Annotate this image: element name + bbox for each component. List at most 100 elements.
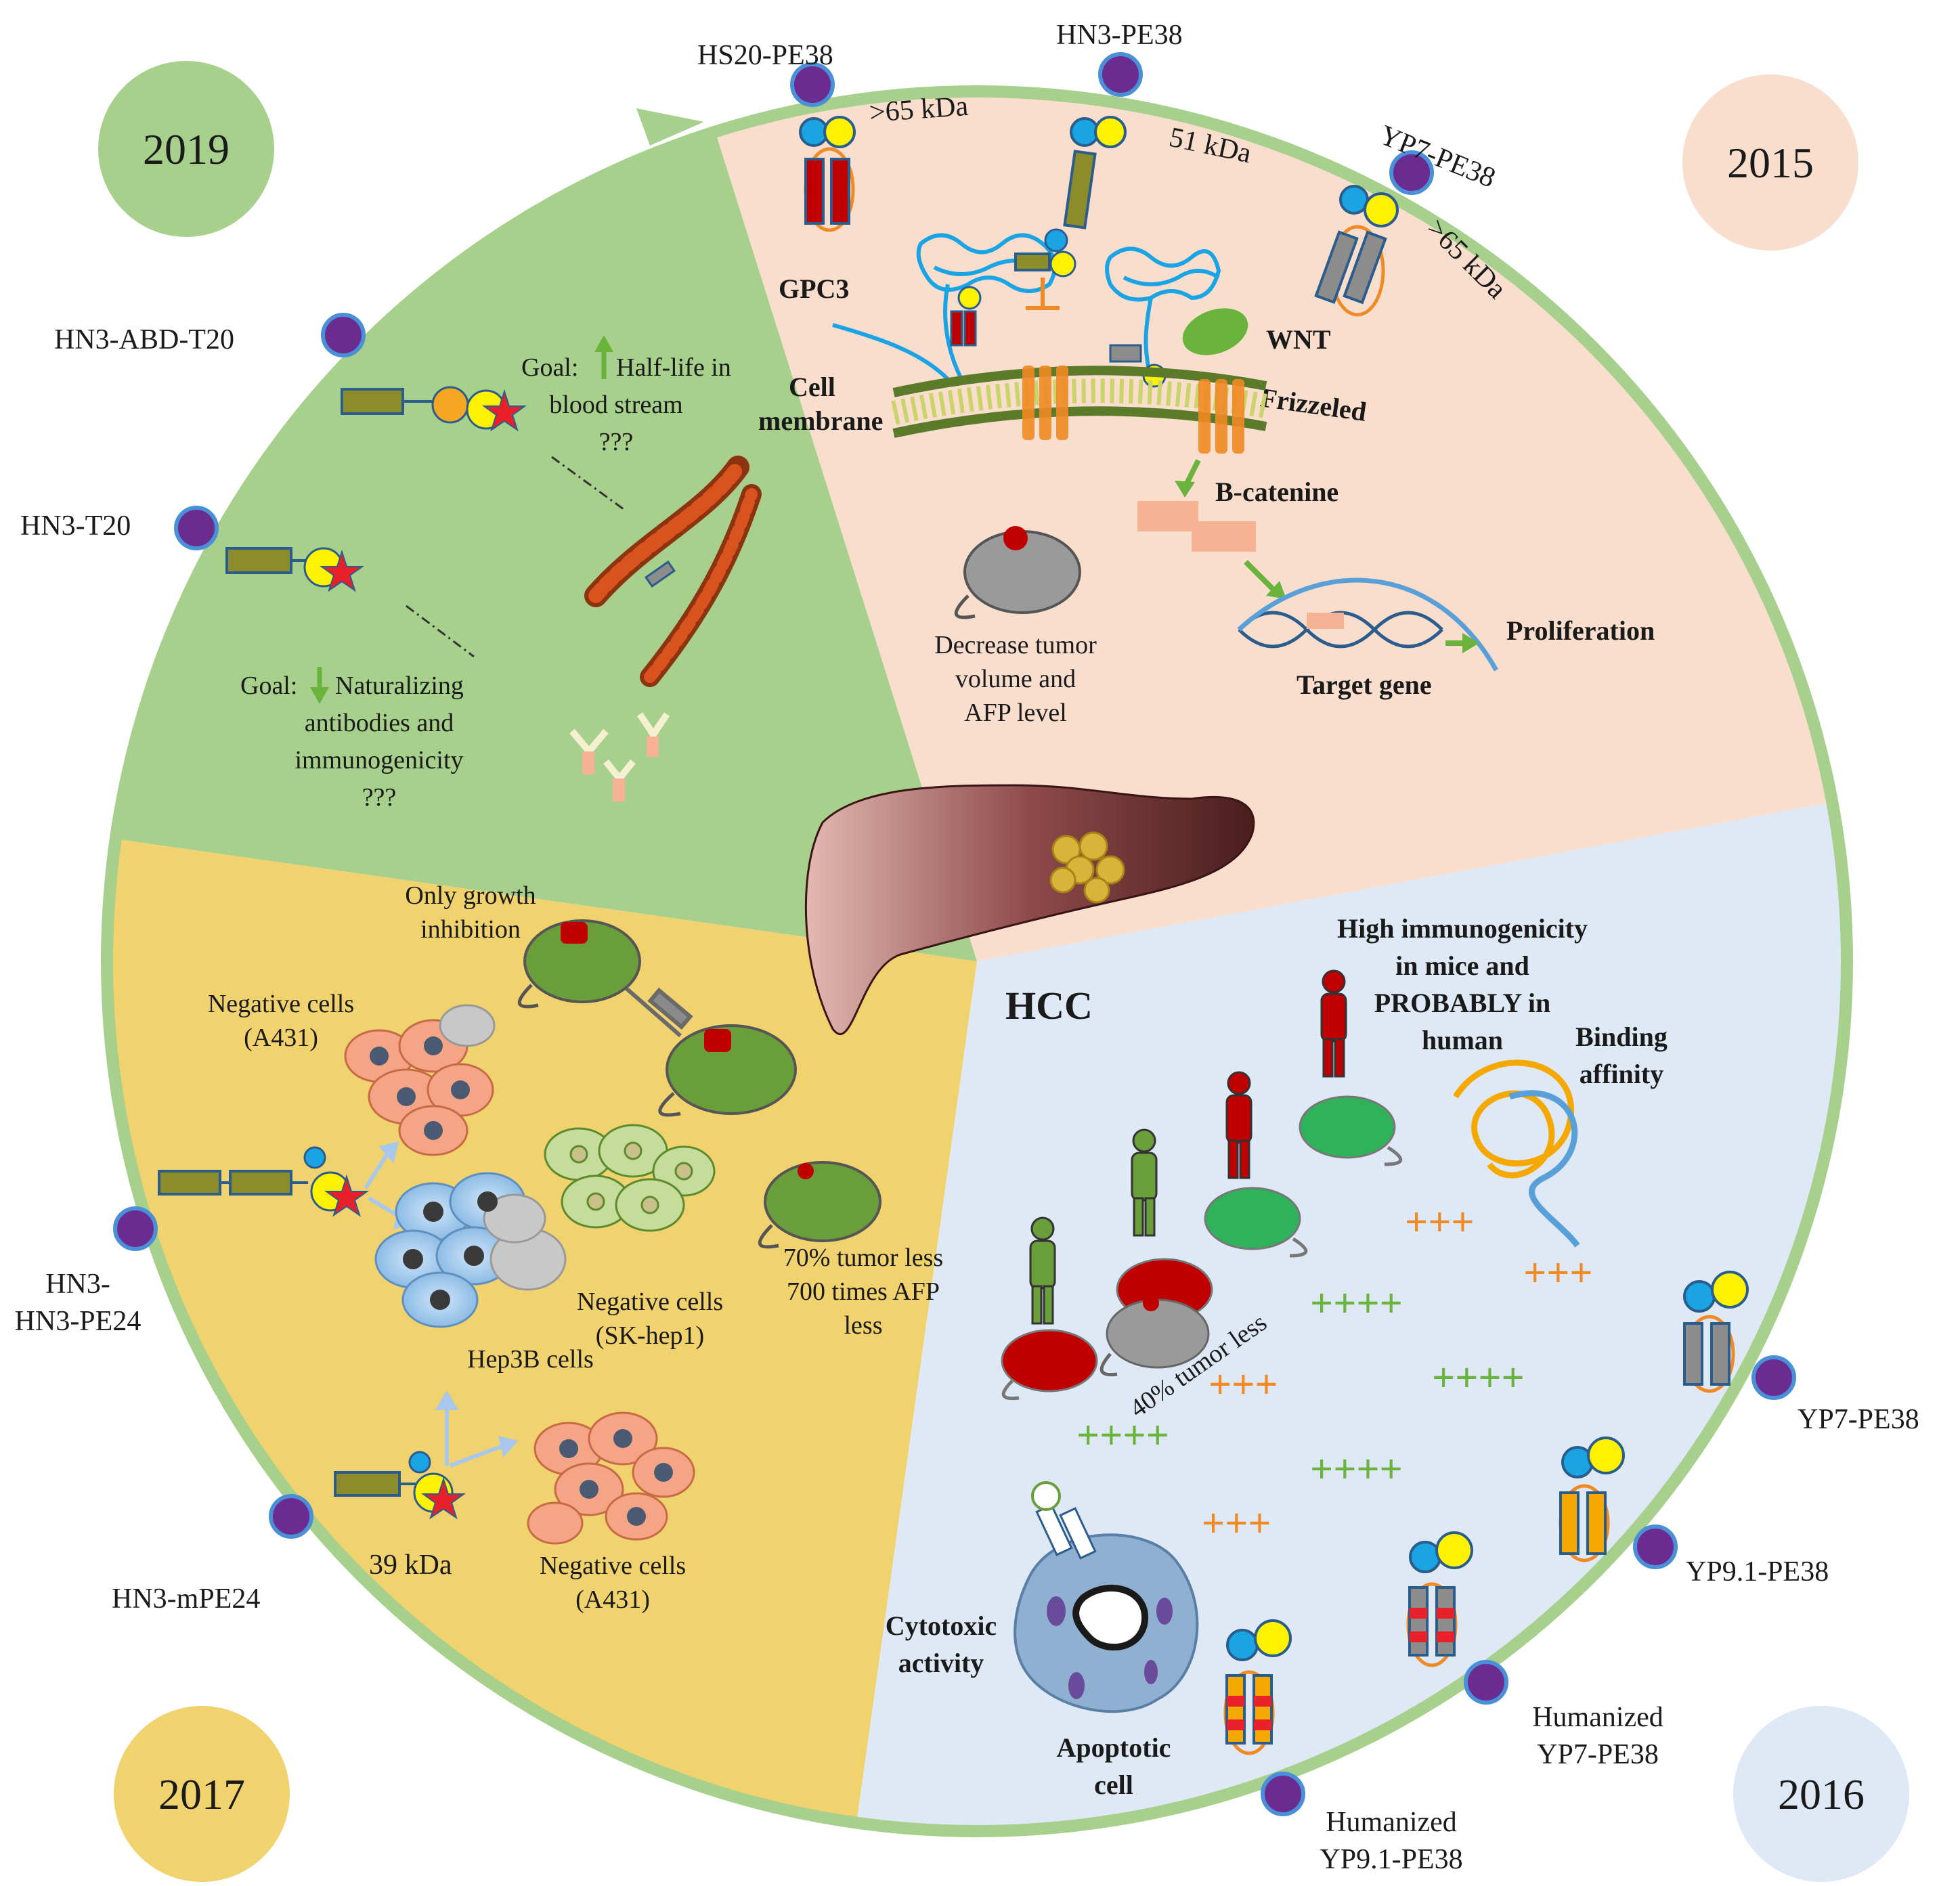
label-proliferation: Proliferation	[1506, 615, 1655, 646]
drug-hn3-mpe24: HN3-mPE24	[112, 1583, 260, 1615]
svg-text:Only growth: Only growth	[405, 881, 536, 910]
yp7-2016-molecule-icon	[1683, 1271, 1749, 1393]
label-target-gene: Target gene	[1297, 670, 1432, 700]
year-2019-badge: 2019	[98, 61, 274, 237]
mouse-green-top	[1299, 1095, 1403, 1166]
svg-text:+++: +++	[1208, 1362, 1278, 1407]
svg-text:Negative cells: Negative cells	[540, 1552, 686, 1580]
drug-humanized-yp91: Humanized YP9.1-PE38	[1320, 1807, 1462, 1875]
svg-text:Decrease tumor: Decrease tumor	[934, 631, 1097, 659]
svg-text:Negative cells: Negative cells	[208, 990, 354, 1018]
svg-text:cell: cell	[1094, 1770, 1133, 1800]
humanized-yp7-molecule-icon	[1406, 1531, 1473, 1667]
svg-text:less: less	[844, 1311, 883, 1340]
drug-hn3-pe38: HN3-PE38	[1056, 20, 1183, 51]
svg-text:HN3-PE24: HN3-PE24	[15, 1306, 141, 1337]
human-figure-green-low	[1029, 1216, 1056, 1325]
svg-text:Binding: Binding	[1575, 1022, 1668, 1052]
svg-text:Half-life in: Half-life in	[616, 353, 731, 382]
node-abd	[321, 313, 366, 357]
negative-cells-skhep-label: Negative cells (SK-hep1)	[577, 1288, 723, 1350]
negative-cells-skhep-icon	[544, 1124, 716, 1232]
svg-text:2016: 2016	[1778, 1770, 1865, 1818]
svg-text:???: ???	[599, 428, 634, 456]
target-gene-block	[1307, 613, 1344, 629]
mouse-injected	[658, 1024, 797, 1117]
humanized-yp91-molecule-icon	[1223, 1619, 1292, 1755]
human-figure-red-top	[1320, 969, 1347, 1078]
year-2015-badge: 2015	[1682, 74, 1858, 250]
node-mpe24	[269, 1494, 313, 1539]
node-yp7-2016	[1751, 1355, 1796, 1400]
sector-2017-content: HN3- HN3-PE24 HN3-mPE24 39 kDa	[15, 881, 944, 1615]
timeline-nodes	[113, 52, 1796, 1816]
drug-hn3-abd-t20: HN3-ABD-T20	[54, 324, 234, 355]
signal-arrow-2	[1244, 560, 1275, 591]
human-figure-red-mid	[1225, 1071, 1253, 1179]
svg-text:immunogenicity: immunogenicity	[295, 746, 463, 774]
binding-affinity-label: Binding affinity	[1575, 1022, 1668, 1089]
drug-yp7-pe38-2016: YP7-PE38	[1798, 1404, 1919, 1435]
apoptotic-cell-icon	[1014, 1481, 1199, 1713]
svg-text:Goal:: Goal:	[240, 672, 297, 700]
negative-cells-a431-bottom-icon	[527, 1411, 695, 1545]
label-wnt: WNT	[1266, 324, 1331, 355]
svg-text:Humanized: Humanized	[1326, 1807, 1457, 1838]
inhibition-symbol	[1026, 278, 1060, 310]
node-hum-yp7	[1464, 1660, 1508, 1705]
node-hs20	[790, 62, 835, 107]
human-figure-green-mid	[1131, 1128, 1158, 1237]
svg-text:HN3-: HN3-	[45, 1269, 110, 1300]
mouse-green-mid	[1204, 1187, 1308, 1258]
svg-text:(A431): (A431)	[575, 1585, 650, 1614]
sector-2019-content: HN3-ABD-T20 HN3-T20 Goal: Half-life in b…	[20, 324, 762, 812]
negative-cells-a431-bottom-label: Negative cells (A431)	[540, 1552, 686, 1614]
result-2017: 70% tumor less 700 times AFP less	[783, 1244, 943, 1340]
svg-text:2017: 2017	[158, 1770, 245, 1818]
svg-text:High immunogenicity: High immunogenicity	[1337, 913, 1588, 944]
svg-text:++++: ++++	[1310, 1281, 1403, 1325]
svg-text:Cytotoxic: Cytotoxic	[886, 1610, 997, 1641]
node-t20	[174, 506, 219, 550]
node-yp91	[1633, 1525, 1678, 1569]
antibody-icons	[569, 712, 670, 802]
drug-humanized-yp7: Humanized YP7-PE38	[1532, 1702, 1663, 1770]
size-hs20: >65 kDa	[868, 91, 969, 129]
label-hep3b: Hep3B cells	[467, 1345, 594, 1374]
svg-text:(SK-hep1): (SK-hep1)	[596, 1321, 704, 1350]
svg-text:Apoptotic: Apoptotic	[1057, 1732, 1171, 1763]
drug-hn3-hn3-pe24: HN3- HN3-PE24	[15, 1269, 141, 1337]
drug-hn3-t20: HN3-T20	[20, 510, 131, 542]
svg-text:affinity: affinity	[1580, 1059, 1663, 1089]
svg-text:+++: +++	[1523, 1250, 1593, 1295]
mouse-icon-2015	[954, 526, 1081, 619]
label-bcatenine: B-catenine	[1215, 477, 1338, 507]
svg-text:+++: +++	[1405, 1200, 1475, 1244]
node-hn3pe38	[1098, 52, 1143, 97]
drug-hs20-pe38: HS20-PE38	[697, 40, 833, 71]
yp91-molecule-icon	[1559, 1437, 1625, 1562]
sector-2016-content: YP7-PE38 YP9.1-PE38 Humanized YP7-PE38 H…	[886, 913, 1919, 1875]
frizzled-receptors	[1022, 366, 1244, 454]
hn3-t20-molecule-icon	[225, 547, 365, 592]
svg-text:volume and: volume and	[955, 665, 1076, 693]
svg-text:blood stream: blood stream	[549, 391, 682, 419]
mouse-red-low	[1001, 1329, 1098, 1401]
dashdot-connector-2	[406, 605, 475, 658]
svg-text:Negative cells: Negative cells	[577, 1288, 723, 1316]
svg-text:700 times AFP: 700 times AFP	[787, 1277, 940, 1306]
svg-text:YP7-PE38: YP7-PE38	[1798, 1404, 1919, 1435]
size-39kda: 39 kDa	[369, 1550, 452, 1581]
svg-text:antibodies and: antibodies and	[305, 709, 454, 737]
timeline-ring	[101, 85, 1853, 1837]
only-growth-label: Only growth inhibition	[405, 881, 536, 944]
svg-text:++++: ++++	[1310, 1447, 1403, 1491]
svg-text:???: ???	[362, 783, 397, 812]
blood-vessel-icon	[584, 456, 762, 687]
hn3-molecule-icon	[1063, 116, 1127, 229]
node-hum-yp91	[1261, 1772, 1305, 1816]
label-cell: Cell	[789, 372, 835, 402]
svg-text:YP7-PE38: YP7-PE38	[1537, 1739, 1659, 1770]
svg-text:AFP level: AFP level	[964, 699, 1067, 727]
